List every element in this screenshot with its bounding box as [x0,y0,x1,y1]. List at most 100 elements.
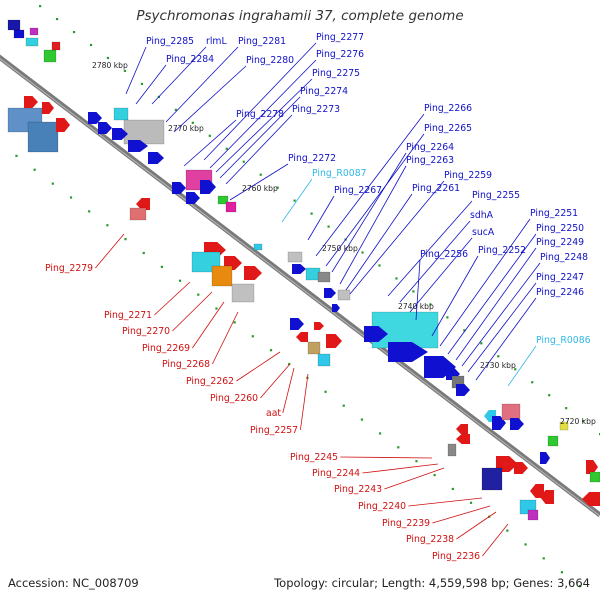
gene-label: Ping_2260 [210,393,258,404]
scale-dot [429,303,432,306]
leader-line [307,195,335,241]
gene-label: Ping_2278 [236,109,284,120]
scale-dot [174,108,177,111]
leader-line [300,373,309,431]
scale-dot [433,473,436,477]
scale-dot [361,251,364,254]
gene-glyph [290,318,304,330]
kbp-label: 2750 kbp [322,244,358,253]
gene-label: Ping_2244 [312,468,360,479]
gene-label: Ping_2274 [300,86,348,97]
kbp-label: 2770 kbp [168,124,204,133]
gene-label: Ping_2272 [288,153,336,164]
scale-dot [342,404,345,407]
scale-dot [142,251,145,255]
scale-dot [15,154,18,157]
scale-dot [106,224,109,227]
gene-glyph [231,283,255,303]
gene-label: Ping_2270 [122,326,170,337]
scale-dot [565,407,568,410]
gene-glyph [56,118,70,132]
gene-glyph [7,19,21,31]
scale-dot [251,335,254,338]
leader-line [439,218,531,347]
scale-dot [548,394,551,397]
leader-line [212,311,239,365]
leader-line [415,259,421,321]
gene-glyph [253,243,263,251]
leader-line [173,65,247,133]
scale-dot [412,290,415,293]
gene-label: Ping_2264 [406,142,454,153]
scale-dot [269,349,273,352]
gene-glyph [527,509,539,521]
scale-dot [259,173,262,176]
gene-glyph [456,424,468,434]
leader-lines [95,42,541,557]
gene-label: Ping_2280 [246,55,294,66]
gene-label: sdhA [470,210,494,221]
scale-dot [506,529,509,532]
leader-line [219,96,301,179]
leader-line [475,297,537,381]
scale-dot [446,316,449,319]
leader-line [387,200,473,297]
leader-line [225,114,293,185]
gene-glyph [244,266,262,280]
gene-glyph [42,102,54,114]
leader-line [447,233,537,355]
leader-line [192,301,225,349]
scale-dot [288,362,291,366]
gene-label: Ping_2266 [424,103,472,114]
leader-line [331,152,407,273]
gene-glyph [27,121,59,153]
scale-dot [310,212,313,215]
scale-dot [480,342,483,345]
gene-glyph [337,289,351,301]
scale-dot [531,381,534,384]
gene-glyph [186,192,200,204]
gene-glyph [540,490,554,504]
gene-label: Ping_R0086 [536,335,591,346]
gene-label: Ping_2259 [444,170,492,181]
leader-line [229,163,289,201]
leader-line [281,178,313,223]
scale-dot [497,355,500,358]
gene-label: Ping_2245 [290,452,338,463]
gene-label: Ping_2269 [142,343,190,354]
leader-line [482,523,509,557]
scale-dot [542,557,545,560]
scale-dot [140,82,144,86]
leader-line [432,505,491,524]
gene-glyph [287,251,303,263]
scale-dot [124,238,127,241]
leader-line [154,281,191,316]
gene-label: Ping_2257 [250,425,298,436]
scale-dot [191,121,194,124]
gene-label: Ping_2239 [382,518,430,529]
leader-line [125,46,147,95]
gene-label: Ping_2281 [238,36,286,47]
scale-dot [123,69,127,73]
scale-dot [160,265,164,268]
backbone-highlight [0,57,600,517]
leader-line [455,247,537,361]
scale-dot [524,543,527,546]
gene-glyph [447,443,457,457]
gene-glyph [211,265,233,287]
gene-glyph [582,492,600,506]
gene-label: Ping_2279 [45,263,93,274]
gene-label: Ping_2236 [432,551,480,562]
gene-glyph [317,271,331,283]
scale-dot [451,487,454,491]
leader-line [507,345,537,387]
gene-glyph [514,462,528,474]
scale-dot [106,56,110,60]
gene-glyph [13,29,25,39]
scale-dot [89,43,93,47]
gene-label: Ping_2262 [186,376,234,387]
leader-line [209,59,317,169]
